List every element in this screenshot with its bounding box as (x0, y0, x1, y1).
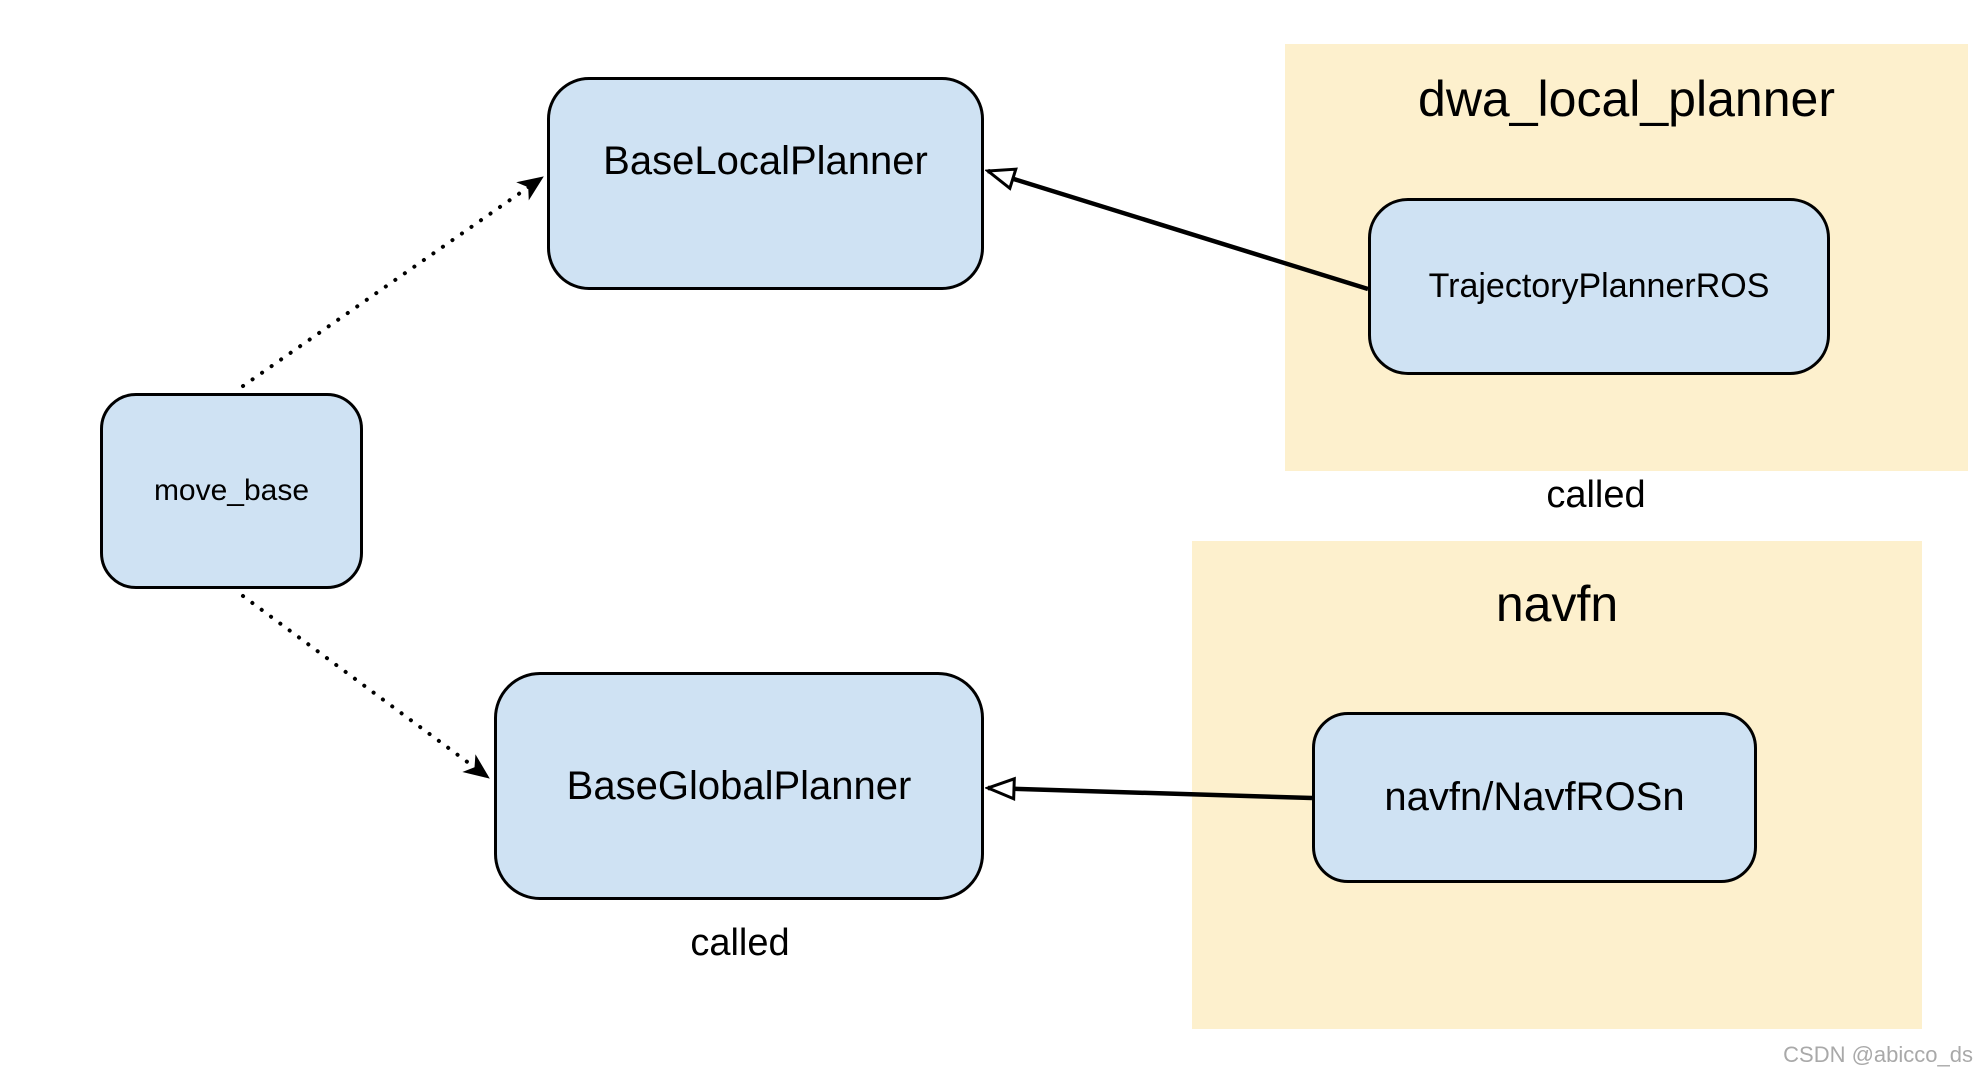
node-base-local-planner: BaseLocalPlanner (547, 77, 984, 290)
edge-move-base-to-base-local-planner (241, 175, 545, 388)
edge-label-called-dwa: called (1546, 474, 1646, 516)
node-trajectory-planner-ros-label: TrajectoryPlannerROS (1428, 267, 1770, 305)
node-trajectory-planner-ros: TrajectoryPlannerROS (1368, 198, 1830, 375)
group-navfn-title: navfn (1495, 576, 1619, 632)
node-move-base-label: move_base (153, 474, 310, 507)
group-dwa-local-planner-title: dwa_local_planner (1418, 71, 1835, 127)
edge-label-called-global: called (690, 922, 790, 964)
watermark-text: CSDN @abicco_ds (1783, 1042, 1973, 1067)
edge-move-base-to-base-global-planner (241, 594, 491, 780)
node-base-global-planner: BaseGlobalPlanner (494, 672, 984, 900)
node-base-local-planner-label: BaseLocalPlanner (603, 139, 928, 183)
node-navfn-ros: navfn/NavfROSn (1312, 712, 1757, 883)
node-move-base: move_base (100, 393, 363, 589)
node-base-global-planner-label: BaseGlobalPlanner (566, 763, 912, 808)
node-navfn-ros-label: navfn/NavfROSn (1384, 775, 1685, 819)
